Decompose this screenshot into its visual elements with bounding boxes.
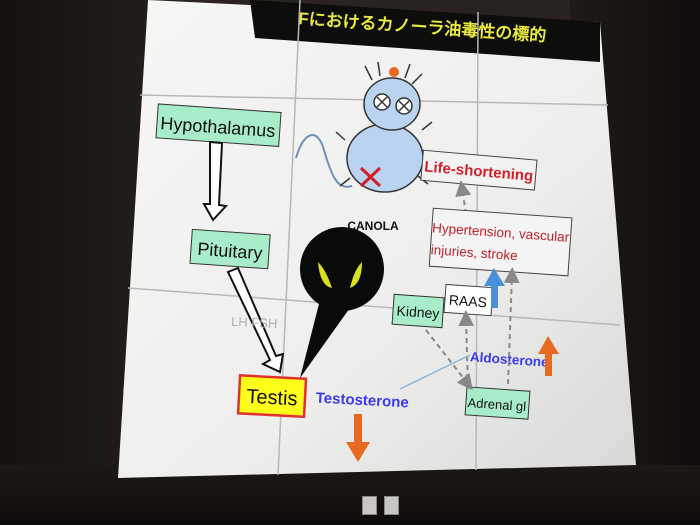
life-shortening-box	[420, 149, 538, 191]
testosterone-label: Testosterone	[315, 390, 409, 412]
kidney-label: Kidney	[396, 303, 440, 322]
pituitary-label: Pituitary	[197, 239, 263, 263]
no-sign-icon	[359, 166, 382, 188]
room-floor	[0, 465, 700, 525]
arrow-pituitary-testis	[226, 266, 285, 374]
raas-label: RAAS	[448, 292, 487, 311]
arrow-kidney-adrenal	[425, 329, 473, 391]
wall-outlet	[384, 496, 399, 515]
testis-box	[236, 374, 308, 419]
arrow-to-life-shortening	[455, 180, 472, 215]
lh-fsh-label: LH FSH	[231, 314, 278, 331]
canola-drop-icon	[300, 227, 384, 378]
title-band	[250, 0, 600, 62]
hypertension-box	[428, 207, 573, 277]
aldosterone-label: Aldosterone	[470, 349, 550, 369]
wall-outlet	[362, 496, 377, 515]
pituitary-box	[189, 228, 271, 270]
arrow-hypothalamus-pituitary	[202, 140, 229, 222]
up-arrow-icon	[538, 336, 559, 376]
up-arrow-icon	[484, 268, 505, 308]
kidney-box	[391, 293, 445, 329]
adrenal-box	[464, 386, 531, 420]
arrow-adrenal-raas	[458, 310, 475, 389]
link-testosterone-aldosterone	[399, 354, 471, 390]
injuries-label: injuries, stroke	[430, 242, 518, 263]
down-arrow-icon	[346, 414, 370, 462]
testis-label: Testis	[246, 386, 298, 411]
arrow-to-hypertension	[503, 267, 520, 385]
canola-label: CANOLA	[347, 219, 399, 233]
adrenal-label: Adrenal gl	[467, 395, 527, 414]
rat-icon	[335, 61, 433, 193]
screen-seam	[127, 287, 621, 326]
